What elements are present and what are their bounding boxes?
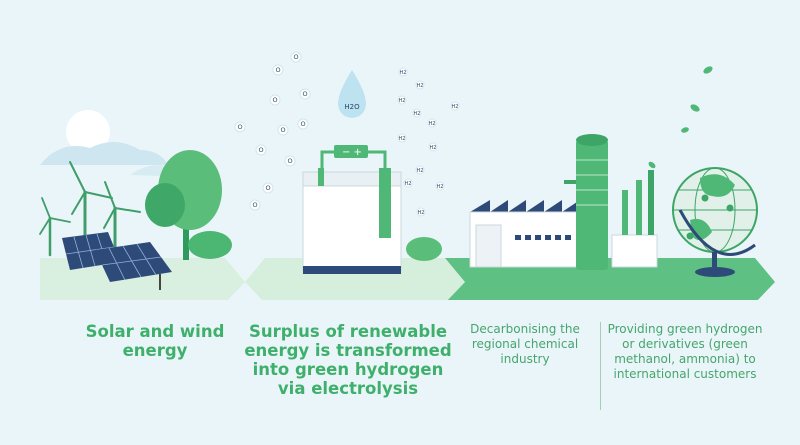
water-drop-icon [338, 70, 366, 118]
sun-icon [66, 110, 110, 154]
location-pin-icon [701, 194, 709, 202]
hydrogen-bubbles: H2 H2 H2 H2 H2 H2 H2 H2 H2 H2 H2 H2 [397, 67, 460, 217]
location-pin-icon [726, 204, 734, 212]
cloud-icon [40, 141, 168, 165]
svg-text:H2: H2 [437, 184, 444, 190]
oxygen-bubbles: O O O O O O O O O O O [234, 51, 311, 211]
svg-text:H2: H2 [417, 168, 424, 174]
svg-text:O: O [287, 157, 292, 165]
svg-text:H2: H2 [429, 121, 436, 127]
svg-text:H2: H2 [418, 210, 425, 216]
bush-icon [406, 237, 442, 261]
svg-text:O: O [280, 126, 285, 134]
svg-text:H2: H2 [452, 104, 459, 110]
globe-icon [672, 167, 758, 277]
tree-trunk [183, 205, 189, 260]
svg-text:H2: H2 [414, 111, 421, 117]
electrolyser-icon: − + [302, 145, 402, 274]
svg-text:O: O [237, 123, 242, 131]
bush-icon [188, 231, 232, 259]
svg-text:H2: H2 [417, 83, 424, 89]
factory-icon [469, 134, 658, 270]
tree-icon [145, 183, 185, 227]
svg-text:− +: − + [342, 147, 362, 158]
caption-decarbonising: Decarbonising the regional chemical indu… [470, 322, 580, 366]
svg-text:O: O [272, 96, 277, 104]
illustration-scene: H2O O O O O O O O O O O O H2 H2 H2 H2 H2… [39, 51, 775, 300]
ground-band-3 [445, 258, 775, 300]
caption-providing: Providing green hydrogen or derivatives … [607, 322, 763, 381]
svg-text:O: O [265, 184, 270, 192]
caption-divider [600, 322, 601, 410]
svg-text:O: O [302, 90, 307, 98]
battery-terminal-icon [334, 145, 368, 158]
svg-text:H2: H2 [399, 136, 406, 142]
location-pin-icon [686, 232, 694, 240]
leaf-icon [648, 66, 713, 169]
molecule-label: H2O [344, 103, 360, 111]
svg-text:O: O [252, 201, 257, 209]
caption-solar-wind: Solar and wind energy [85, 322, 225, 360]
svg-text:H2: H2 [399, 98, 406, 104]
svg-text:H2: H2 [430, 145, 437, 151]
svg-text:O: O [258, 146, 263, 154]
caption-electrolysis: Surplus of renewable energy is transform… [244, 322, 452, 398]
svg-text:H2: H2 [405, 181, 412, 187]
svg-text:O: O [300, 120, 305, 128]
solar-panel-icon [95, 242, 172, 290]
ground-band-1 [40, 258, 245, 300]
svg-text:O: O [275, 66, 280, 74]
svg-text:H2: H2 [400, 70, 407, 76]
svg-text:O: O [293, 53, 298, 61]
ground-band-2 [245, 258, 465, 300]
wind-turbine-icon [103, 181, 141, 252]
wind-turbine-icon [39, 197, 71, 257]
